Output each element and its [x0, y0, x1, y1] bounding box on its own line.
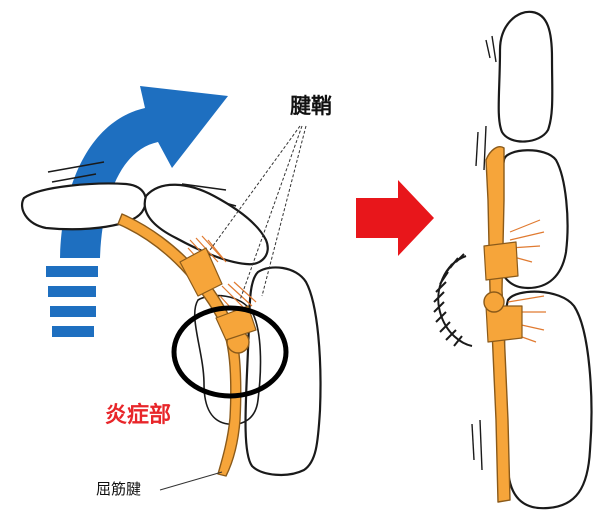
- red-right-arrow-icon: [356, 180, 434, 256]
- tendon-sheath-label: 腱鞘: [290, 96, 332, 117]
- tendon-sheath-pulley-right-1: [484, 242, 518, 280]
- flexor-tendon-label: 屈筋腱: [96, 482, 141, 497]
- bent-finger-illustration: [22, 86, 320, 490]
- inflammation-site-label: 炎症部: [105, 405, 171, 427]
- flexor-tendon-leader: [160, 472, 222, 490]
- straight-finger-illustration: [434, 12, 591, 508]
- distal-phalanx-right: [499, 12, 553, 142]
- spring-zigzag-icon: [434, 254, 472, 346]
- tendon-nodule-right: [484, 292, 504, 312]
